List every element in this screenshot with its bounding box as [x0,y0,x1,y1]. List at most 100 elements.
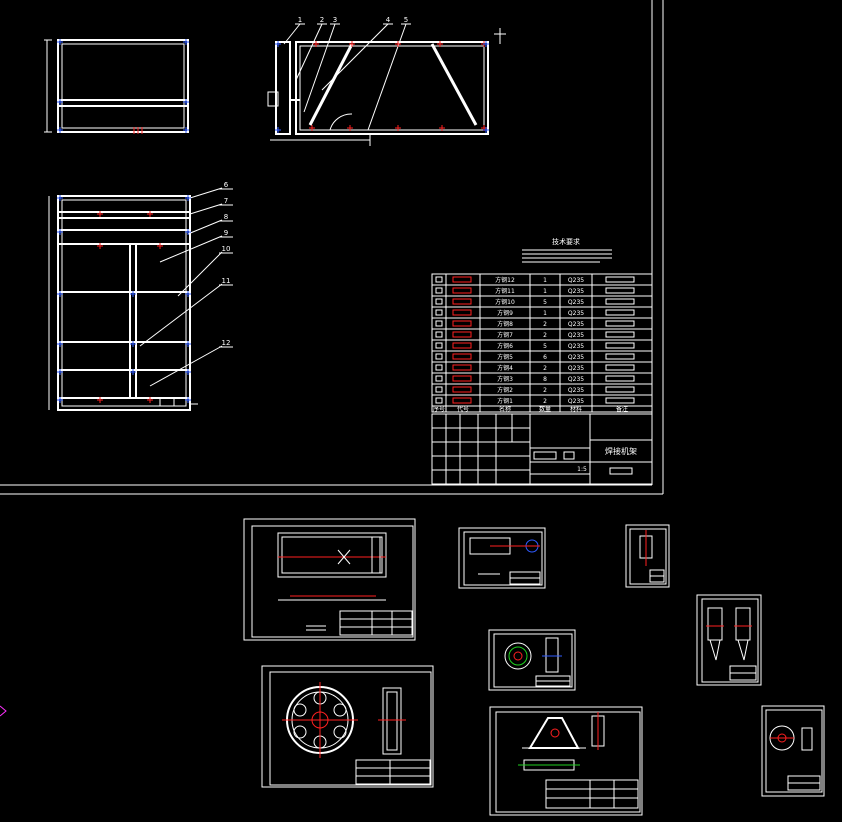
part-qty: 2 [543,387,547,394]
row-code-box [452,386,472,393]
part-qty: 2 [543,321,547,328]
callout-label: 6 [224,181,229,189]
disc-drawing-sheet [261,665,434,788]
part-qty: 1 [543,288,547,295]
callout-label: 4 [386,16,391,24]
callout-label: 8 [224,213,228,221]
row-note-box [605,309,635,316]
parts-list-header: 备注 [616,405,628,413]
row-index-box [435,353,443,360]
row-index-box [435,386,443,393]
parts-list-header: 数量 [539,405,551,413]
part-material: Q235 [568,288,584,295]
sub-sheets [0,518,825,816]
small-part-drawing-sheet [625,524,670,588]
row-index-box [435,309,443,316]
part-name: 方钢11 [495,287,515,295]
row-index-box [435,364,443,371]
front-view-frame [44,39,189,134]
part-name: 方钢9 [497,309,513,317]
part-name: 方钢10 [495,298,515,306]
parts-list-header: 材料 [570,405,582,413]
side-view-frame [267,28,506,146]
row-code-box [452,287,472,294]
part-name: 方钢2 [497,386,513,394]
flange-drawing-sheet [488,629,576,691]
top-callout-leaders [283,23,407,131]
callout-label: 1 [298,16,302,24]
part-qty: 6 [543,354,547,361]
parts-list-header: 代号 [457,405,469,413]
small-flange-drawing-sheet [761,705,825,797]
weld-point-markers [57,39,489,403]
row-index-box [435,342,443,349]
plan-callout-leaders [139,187,223,387]
part-name: 方钢1 [497,397,513,405]
row-code-box [452,331,472,338]
row-code-box [452,298,472,305]
callout-label: 12 [222,339,231,347]
plate-drawing-sheet [243,518,416,641]
row-index-box [435,331,443,338]
drawing-name: 焊接机架 [605,446,637,456]
row-code-box [452,364,472,371]
part-material: Q235 [568,310,584,317]
row-note-box [605,386,635,393]
part-qty: 5 [543,343,547,350]
bracket-drawing-sheet [458,527,546,589]
part-material: Q235 [568,387,584,394]
row-code-box [452,309,472,316]
row-note-box [605,342,635,349]
part-name: 方钢3 [497,375,513,383]
row-note-box [605,364,635,371]
arch-bracket-drawing-sheet [489,706,643,816]
part-material: Q235 [568,321,584,328]
part-material: Q235 [568,343,584,350]
row-code-box [452,276,472,283]
callout-label: 9 [224,229,228,237]
row-index-box [435,298,443,305]
row-code-box [452,375,472,382]
part-name: 方钢6 [497,342,513,350]
callout-label: 10 [222,245,231,253]
main-sheet [0,0,664,495]
row-note-box [605,353,635,360]
part-material: Q235 [568,332,584,339]
part-material: Q235 [568,376,584,383]
part-material: Q235 [568,365,584,372]
row-note-box [605,287,635,294]
row-note-box [605,320,635,327]
part-qty: 2 [543,398,547,405]
callout-label: 7 [224,197,228,205]
row-note-box [605,276,635,283]
row-code-box [452,320,472,327]
part-qty: 1 [543,277,547,284]
part-qty: 8 [543,376,547,383]
part-material: Q235 [568,299,584,306]
part-name: 方钢8 [497,320,513,328]
row-note-box [605,375,635,382]
callout-label: 2 [320,16,324,24]
parts-list-header: 名称 [499,405,511,413]
tech-requirements-title: 技术要求 [552,237,580,246]
row-index-box [435,320,443,327]
row-note-box [605,331,635,338]
part-name: 方钢12 [495,276,515,284]
callout-label: 5 [404,16,408,24]
plan-view-frame [48,195,198,411]
ucs-marker-icon [0,705,7,717]
row-index-box [435,397,443,404]
row-code-box [452,342,472,349]
part-qty: 2 [543,332,547,339]
row-code-box [452,397,472,404]
callout-label: 11 [222,277,231,285]
tech-requirements-lines [522,249,612,263]
title-block [431,413,653,485]
part-name: 方钢7 [497,331,513,339]
part-material: Q235 [568,354,584,361]
drawing-scale: 1:5 [577,466,587,473]
row-index-box [435,287,443,294]
part-material: Q235 [568,398,584,405]
